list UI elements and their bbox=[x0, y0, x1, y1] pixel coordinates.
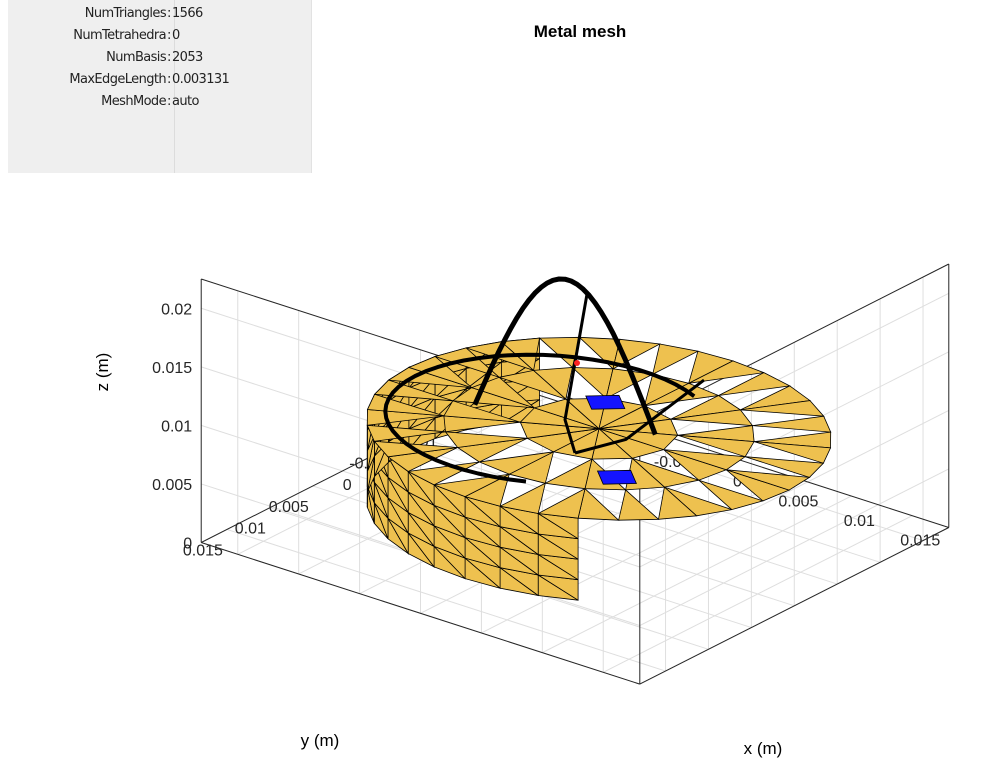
box-edge bbox=[639, 527, 950, 685]
info-value: 0.003131 bbox=[172, 72, 230, 87]
grid-line bbox=[226, 528, 666, 672]
info-colon: : bbox=[167, 6, 171, 21]
mesh-triangle bbox=[688, 360, 765, 384]
z-tick-label: 0.015 bbox=[152, 360, 192, 377]
mesh-triangle bbox=[718, 372, 792, 396]
grid-line bbox=[639, 292, 950, 451]
wire-arc bbox=[472, 276, 658, 436]
info-value: 2053 bbox=[172, 50, 203, 65]
grid-line bbox=[639, 468, 950, 626]
z-tick-label: 0.02 bbox=[161, 301, 192, 318]
box-edge bbox=[201, 542, 640, 685]
info-colon: : bbox=[167, 72, 171, 87]
wire-arm bbox=[574, 378, 705, 455]
z-tick-label: 0.005 bbox=[152, 477, 192, 494]
mesh-triangle bbox=[444, 431, 528, 448]
mesh-triangle bbox=[433, 347, 500, 378]
grid-line bbox=[639, 409, 950, 568]
x-axis-label: x (m) bbox=[744, 739, 783, 758]
feed-patch bbox=[585, 394, 626, 410]
mesh-triangle bbox=[698, 479, 765, 511]
mesh-triangle bbox=[433, 473, 510, 498]
wire-arm bbox=[563, 292, 589, 454]
info-row: NumBasis:2053 bbox=[8, 50, 308, 70]
info-value: 0 bbox=[172, 28, 180, 43]
z-axis-label: z (m) bbox=[93, 353, 112, 392]
info-row: NumTetrahedra:0 bbox=[8, 28, 308, 48]
info-colon: : bbox=[167, 94, 171, 109]
mesh-triangle bbox=[532, 367, 573, 400]
mesh-triangle bbox=[652, 343, 700, 375]
info-row: MeshMode:auto bbox=[8, 94, 308, 114]
x-tick-label: 0.01 bbox=[844, 513, 875, 530]
x-tick-label: 0 bbox=[733, 474, 742, 491]
mesh-triangle bbox=[677, 434, 755, 458]
mesh-triangle bbox=[373, 379, 453, 402]
box-edge bbox=[201, 278, 640, 422]
metal-mesh bbox=[366, 276, 832, 601]
mesh-triangle bbox=[745, 456, 825, 478]
mesh-triangle bbox=[753, 441, 832, 464]
grid-line bbox=[639, 351, 950, 509]
mesh-triangle bbox=[538, 336, 580, 369]
mesh-triangle bbox=[536, 487, 586, 519]
mesh-triangle bbox=[658, 486, 698, 520]
mesh-triangle bbox=[726, 469, 811, 491]
mesh-triangle bbox=[663, 449, 747, 471]
z-tick-label: 0.01 bbox=[161, 418, 192, 435]
mesh-triangle bbox=[752, 415, 832, 433]
mesh-triangle bbox=[618, 489, 660, 521]
mesh-triangle bbox=[407, 356, 472, 388]
info-colon: : bbox=[167, 50, 171, 65]
x-tick-label: 0.005 bbox=[778, 493, 818, 510]
feed-patch bbox=[596, 469, 638, 485]
info-key: NumTriangles bbox=[84, 6, 167, 21]
y-axis-label: y (m) bbox=[301, 731, 340, 750]
info-key: NumBasis bbox=[106, 50, 166, 65]
wire-loop bbox=[383, 352, 696, 484]
x-tick-label: 0.015 bbox=[900, 533, 940, 550]
y-tick-label: 0.015 bbox=[183, 542, 223, 559]
chart-title: Metal mesh bbox=[534, 22, 627, 41]
info-panel-divider bbox=[174, 0, 175, 173]
info-key: MaxEdgeLength bbox=[69, 72, 166, 87]
info-key: NumTetrahedra bbox=[73, 28, 166, 43]
mesh-triangle bbox=[366, 424, 446, 442]
mesh-triangle bbox=[598, 428, 679, 451]
mesh-triangle bbox=[644, 382, 721, 407]
mesh-triangle bbox=[543, 458, 593, 490]
info-colon: : bbox=[167, 28, 171, 43]
y-tick-label: 0.01 bbox=[235, 521, 266, 538]
info-row: MaxEdgeLength:0.003131 bbox=[8, 72, 308, 92]
mesh-triangle bbox=[740, 400, 825, 417]
y-tick-label: 0 bbox=[343, 477, 352, 494]
mesh-triangle bbox=[477, 451, 554, 475]
info-row: NumTriangles:1566 bbox=[8, 6, 308, 26]
info-key: MeshMode bbox=[101, 94, 166, 109]
mesh-triangle bbox=[670, 409, 754, 427]
mesh-triangle bbox=[498, 482, 546, 514]
mesh-triangle bbox=[443, 400, 521, 423]
y-tick-label: 0.005 bbox=[269, 499, 309, 516]
info-value: 1566 bbox=[172, 6, 203, 21]
z-tick-label: 0 bbox=[183, 536, 192, 553]
feed-point bbox=[574, 360, 580, 367]
info-value: auto bbox=[172, 94, 199, 109]
